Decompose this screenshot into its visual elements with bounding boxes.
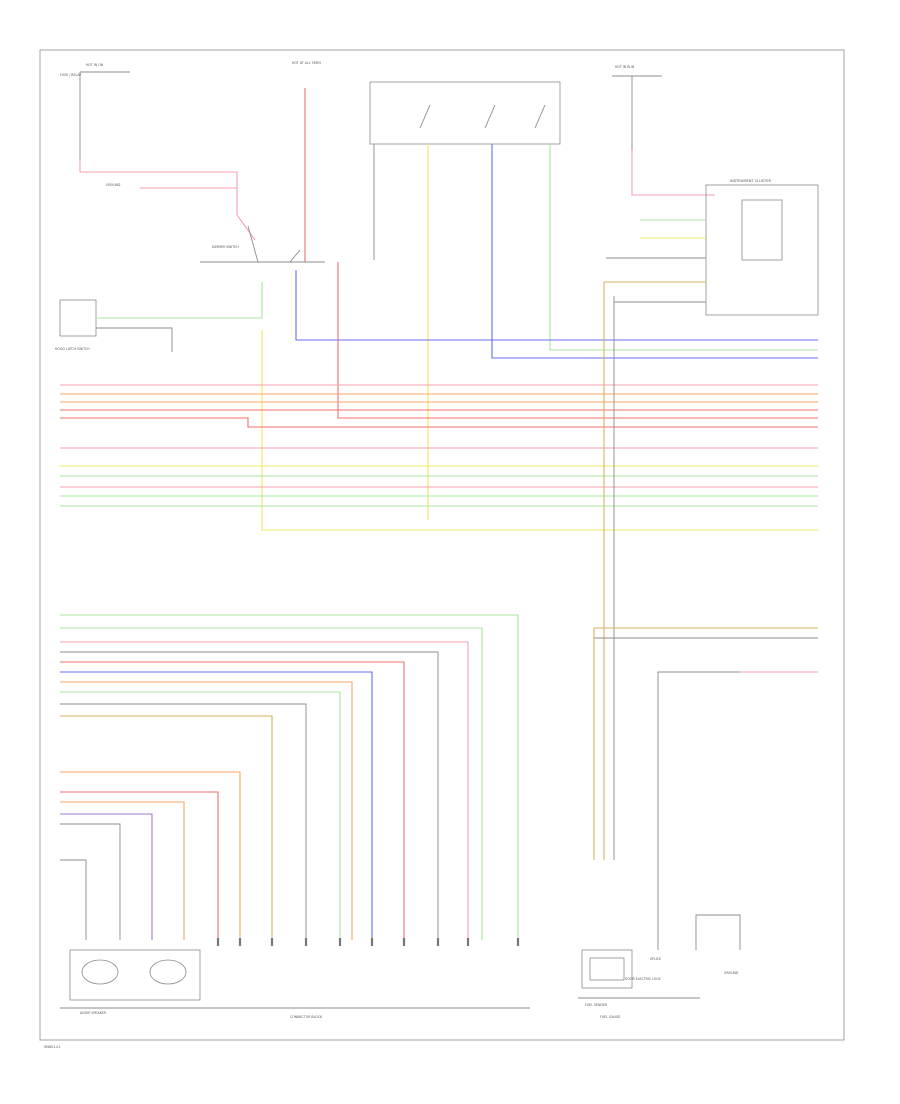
fuse-block-top-left: HOT IN ON FUSE / RELAY	[60, 63, 130, 160]
wire-gray-hood-ground	[96, 327, 173, 352]
connector-block: CONNECTOR BLOCK	[208, 1007, 530, 1019]
hood-latch-label: HOOD LATCH SWITCH	[55, 347, 90, 351]
dimmer-switch-block: DIMMER SWITCH	[200, 225, 325, 263]
wire-pink-top-left	[79, 160, 256, 241]
fuel-gauge-label: FUEL GAUGE	[600, 1015, 620, 1019]
fan-wires	[60, 614, 519, 940]
audio-speaker-label: AUDIO SPEAKER	[80, 1011, 107, 1015]
fuel-sender-label: FUEL SENDER	[585, 1003, 608, 1007]
bus-lines-lower	[60, 447, 818, 507]
wire-gray-ground-loop	[695, 914, 741, 950]
wire-tan-cluster	[603, 281, 706, 296]
fuse-label-top-left: HOT IN ON	[86, 63, 104, 67]
wire-green-hood	[96, 282, 263, 319]
wire-violet-cluster	[295, 270, 818, 341]
instrument-cluster: INSTRUMENT CLUSTER	[705, 179, 819, 316]
fuse-label-top-mid: HOT AT ALL TIMES	[292, 61, 321, 65]
connector-pins	[216, 938, 520, 946]
wire-red-mid	[337, 262, 818, 419]
dimmer-switch-label: DIMMER SWITCH	[212, 245, 239, 249]
wire-pink-top-right	[631, 150, 715, 196]
wire-green-switch-down	[549, 144, 818, 351]
audio-speakers: AUDIO SPEAKER	[60, 949, 208, 1015]
wire-black-cluster	[613, 296, 706, 303]
door-lock-label: DOOR ELECTRIC LOCK	[625, 977, 661, 981]
connector-block-label: CONNECTOR BLOCK	[290, 1015, 323, 1019]
splice-label: SPLICE	[650, 957, 661, 961]
hood-latch-switch: HOOD LATCH SWITCH	[55, 299, 97, 351]
ground-label-a: GROUND	[106, 183, 121, 187]
footer-code: W9801-01	[44, 1045, 60, 1049]
fuel-sender-unit: FUEL SENDER FUEL GAUGE	[578, 949, 700, 1019]
wire-yellow-long	[261, 330, 818, 531]
fuse-block-top-right: HOT IN RUN	[612, 65, 662, 150]
ground-label-b: GROUND	[724, 971, 739, 975]
diagram-frame	[39, 49, 845, 1041]
fuse-block-label: FUSE / RELAY	[60, 73, 81, 77]
bus-lines-upper	[60, 384, 818, 428]
wire-blue-switch-down	[491, 144, 818, 359]
wire-gray-right-loop	[657, 671, 818, 950]
switch-box-top	[369, 81, 561, 145]
fuse-label-top-right: HOT IN RUN	[615, 65, 635, 69]
instrument-cluster-label: INSTRUMENT CLUSTER	[730, 179, 771, 183]
